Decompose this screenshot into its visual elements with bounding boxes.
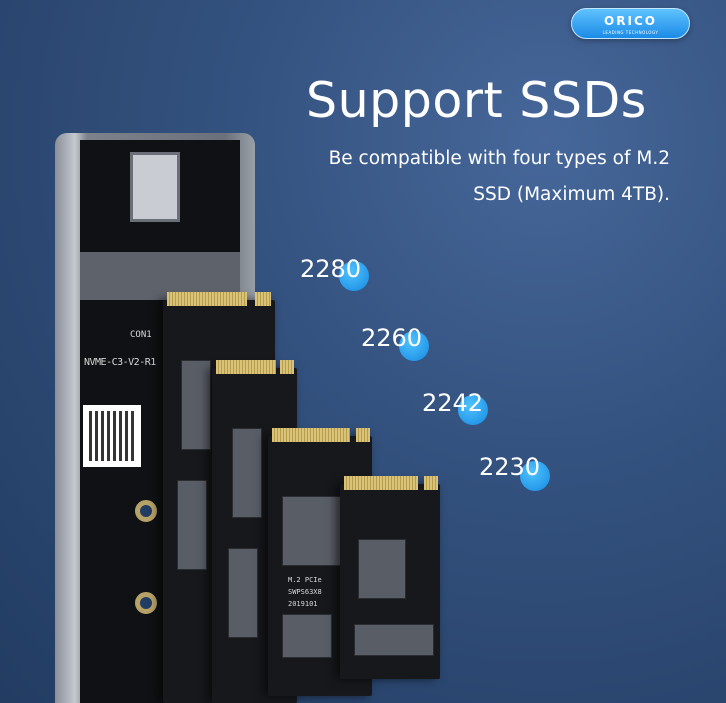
mount-hole [135, 500, 157, 522]
logo-text: ORICO [604, 14, 657, 28]
connector-marking: CON1 [130, 330, 152, 340]
ssd-label-line1: M.2 PCIe [288, 576, 322, 584]
blue-dot-icon [399, 331, 429, 361]
ssd-label-line3: 2019101 [288, 600, 318, 608]
qr-code [83, 405, 141, 467]
blue-dot-icon [520, 461, 550, 491]
usb-c-port [130, 152, 180, 222]
headline-subtitle-line2: SSD (Maximum 4TB). [473, 184, 670, 205]
mount-hole [135, 592, 157, 614]
orico-logo: ORICO LEADING TECHNOLOGY [571, 8, 690, 39]
blue-dot-icon [458, 395, 488, 425]
headline-title: Support SSDs [306, 72, 647, 129]
blue-dot-icon [339, 261, 369, 291]
ssd-label-line2: SWPS63X8 [288, 588, 322, 596]
logo-tagline: LEADING TECHNOLOGY [602, 30, 659, 35]
board-marking: NVME-C3-V2-R1 [84, 357, 156, 368]
ssd-2230 [340, 476, 440, 679]
headline-subtitle-line1: Be compatible with four types of M.2 [328, 148, 670, 169]
